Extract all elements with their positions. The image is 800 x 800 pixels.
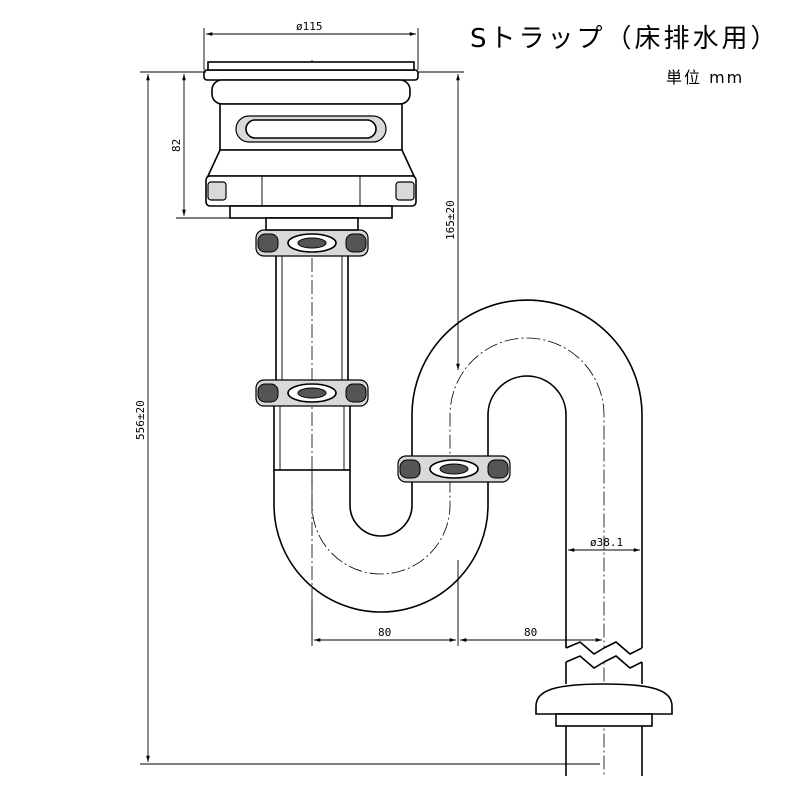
dim-drain-to-trap-label: 165±20 (444, 200, 457, 240)
drawing-title: Sトラップ（床排水用） (470, 24, 780, 54)
dim-top-diameter-label: ø115 (296, 20, 323, 33)
tailpiece (273, 60, 351, 640)
dim-offsets: 80 80 (311, 560, 602, 646)
dim-total-height-label: 556±20 (134, 400, 147, 440)
slip-nut-middle (255, 379, 369, 407)
slip-nut-upper (255, 229, 369, 257)
dim-pipe-diameter: ø38.1 (568, 536, 640, 552)
trap-geometry (273, 299, 643, 775)
dim-offset-right-label: 80 (524, 626, 537, 639)
dim-body-height-label: 82 (170, 139, 183, 152)
dim-drain-to-trap: 165±20 (418, 71, 464, 370)
drain-body (203, 61, 419, 231)
dim-total-height: 556±20 (134, 71, 600, 765)
slip-nut-trap (397, 455, 511, 483)
unit-label: 単位 mm (666, 68, 745, 87)
floor-flange (535, 662, 673, 776)
dim-top-diameter: ø115 (203, 20, 419, 70)
dim-pipe-diameter-label: ø38.1 (590, 536, 623, 549)
dim-offset-left-label: 80 (378, 626, 391, 639)
break-mark (560, 641, 648, 669)
